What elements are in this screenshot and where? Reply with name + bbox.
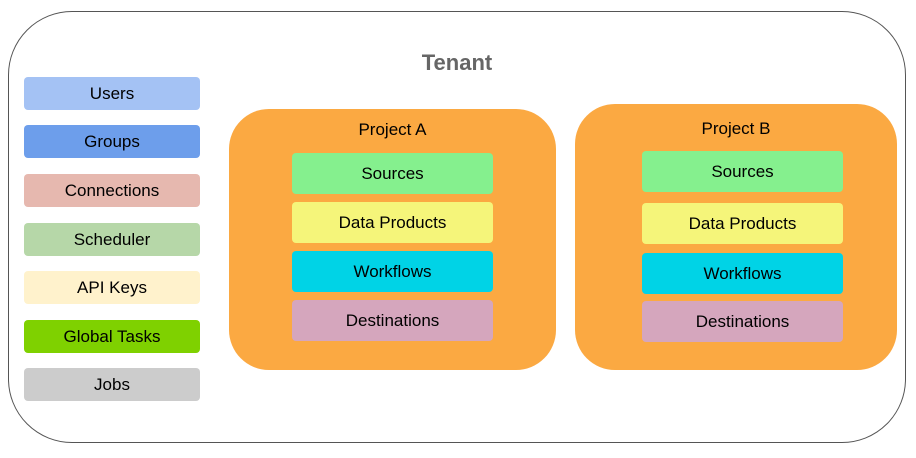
sidebar-item-groups: Groups xyxy=(24,125,200,158)
sidebar-item-jobs: Jobs xyxy=(24,368,200,401)
project-a-workflows: Workflows xyxy=(292,251,493,292)
project-b-title: Project B xyxy=(701,119,771,138)
sidebar-item-api-keys: API Keys xyxy=(24,271,200,304)
project-b-sources: Sources xyxy=(642,151,843,192)
project-b-box: Project B Sources Data Products Workflow… xyxy=(575,104,897,370)
sidebar-item-users: Users xyxy=(24,77,200,110)
project-a-sources: Sources xyxy=(292,153,493,194)
project-b-workflows: Workflows xyxy=(642,253,843,294)
sidebar-item-global-tasks: Global Tasks xyxy=(24,320,200,353)
project-a-data-products: Data Products xyxy=(292,202,493,243)
project-a-title: Project A xyxy=(358,120,427,139)
tenant-title: Tenant xyxy=(421,50,493,75)
project-a-box: Project A Sources Data Products Workflow… xyxy=(229,109,556,370)
sidebar-item-connections: Connections xyxy=(24,174,200,207)
project-b-data-products: Data Products xyxy=(642,203,843,244)
sidebar-item-scheduler: Scheduler xyxy=(24,223,200,256)
project-a-destinations: Destinations xyxy=(292,300,493,341)
project-b-destinations: Destinations xyxy=(642,301,843,342)
